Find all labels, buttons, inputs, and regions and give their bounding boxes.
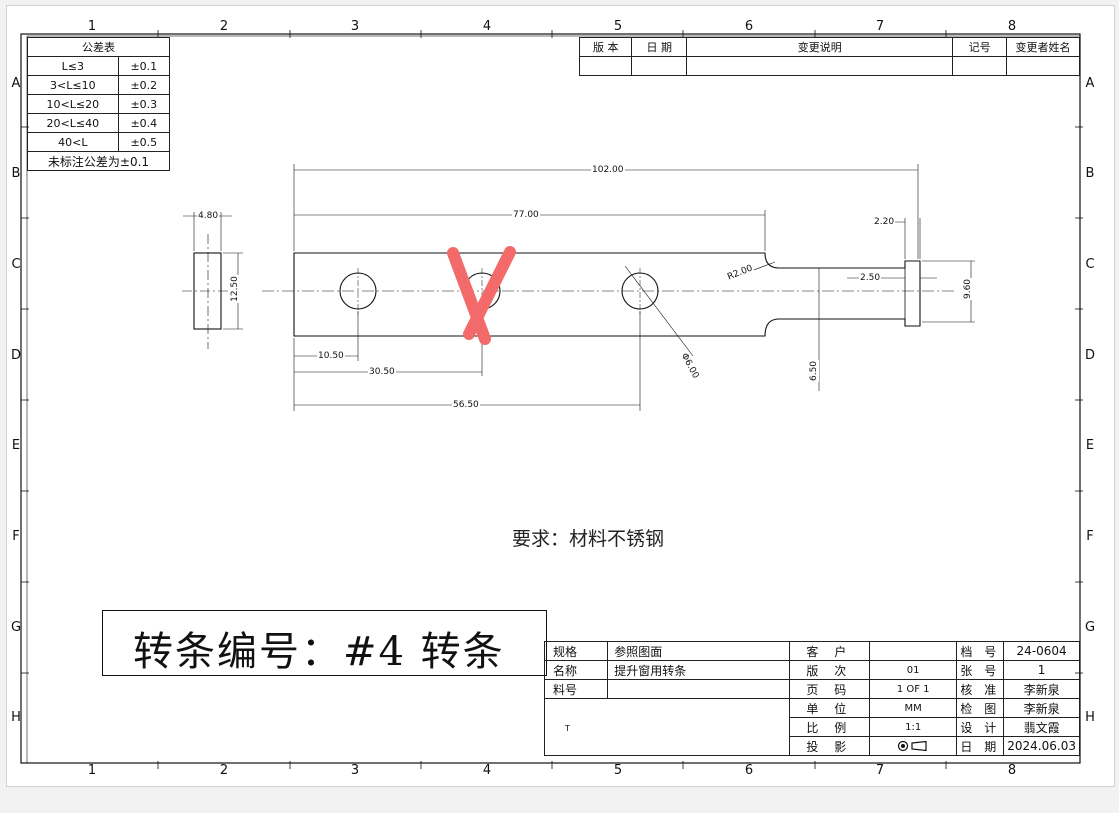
zone-col-2: 2 — [219, 19, 229, 34]
doc-no-value: 24-0604 — [1003, 641, 1080, 661]
sheet-label: 张 号 — [956, 660, 1005, 680]
check-value: 李新泉 — [1003, 698, 1080, 718]
unit-label: 单 位 — [788, 698, 870, 718]
unit-value: MM — [868, 698, 958, 718]
page-value: 1 OF 1 — [868, 679, 958, 699]
zone-row-g: G — [10, 620, 22, 635]
dim-height: 12.50 — [229, 275, 240, 303]
page-label: 页 码 — [788, 679, 870, 699]
dim-hole3-x: 56.50 — [452, 400, 480, 410]
zone-row-c-right: C — [1085, 257, 1095, 272]
zone-row-e-right: E — [1085, 438, 1095, 453]
zone-col-7: 7 — [875, 19, 885, 34]
zone-row-e: E — [11, 438, 21, 453]
projection-label: 投 影 — [788, 736, 870, 756]
zone-col-4: 4 — [482, 19, 492, 34]
spec-value: 参照图面 — [607, 641, 790, 661]
zone-row-h: H — [11, 710, 21, 725]
zone-row-f-right: F — [1086, 529, 1094, 544]
dim-neck-height: 6.50 — [809, 359, 820, 383]
dim-slot-length: 77.00 — [512, 210, 540, 220]
zone-row-g-right: G — [1084, 620, 1096, 635]
technical-drawing — [182, 164, 975, 411]
red-x-mark-icon — [447, 246, 516, 345]
zone-row-h-right: H — [1085, 710, 1095, 725]
material-value — [607, 679, 790, 699]
tolerance-table: 公差表 L≤3±0.1 3<L≤10±0.2 10<L≤20±0.3 20<L≤… — [27, 37, 171, 171]
material-label: 料号 — [543, 679, 609, 699]
doc-no-label: 档 号 — [956, 641, 1005, 661]
revision-table: 版 本 日 期 变更说明 记号 变更者姓名 — [578, 37, 1081, 76]
zone-col-1-bottom: 1 — [87, 763, 97, 778]
drawing-frame — [20, 30, 1083, 769]
revision-header-editor: 变更者姓名 — [1005, 37, 1081, 57]
tolerance-value: ±0.4 — [117, 113, 171, 133]
tolerance-value: ±0.2 — [117, 75, 171, 95]
zone-col-8-bottom: 8 — [1007, 763, 1017, 778]
customer-value — [868, 641, 958, 661]
title-block: 规格 参照图面 客 户 档 号 24-0604 名称 提升窗用转条 版 次 01… — [543, 641, 1080, 756]
scale-label: 比 例 — [788, 717, 870, 737]
dim-overall-length: 102.00 — [591, 165, 625, 175]
version-label: 版 次 — [788, 660, 870, 680]
zone-row-b: B — [11, 166, 21, 181]
zone-row-f: F — [12, 529, 20, 544]
table-row: 20<L≤40±0.4 — [27, 113, 171, 133]
approve-label: 核 准 — [956, 679, 1005, 699]
check-label: 检 图 — [956, 698, 1005, 718]
zone-col-5-bottom: 5 — [613, 763, 623, 778]
name-value: 提升窗用转条 — [607, 660, 790, 680]
zone-row-c: C — [11, 257, 21, 272]
date-value: 2024.06.03 — [1003, 736, 1080, 756]
zone-col-7-bottom: 7 — [875, 763, 885, 778]
zone-row-d: D — [10, 348, 21, 363]
tolerance-value: ±0.1 — [117, 56, 171, 76]
zone-col-5: 5 — [613, 19, 623, 34]
zone-col-2-bottom: 2 — [219, 763, 229, 778]
projection-symbol-icon — [868, 736, 958, 756]
dim-hole2-x: 30.50 — [368, 367, 396, 377]
tolerance-footer: 未标注公差为±0.1 — [27, 151, 170, 171]
zone-col-6-bottom: 6 — [744, 763, 754, 778]
zone-col-3-bottom: 3 — [350, 763, 360, 778]
zone-col-6: 6 — [744, 19, 754, 34]
title-block-mark: T — [565, 724, 570, 733]
design-label: 设 计 — [956, 717, 1005, 737]
title-block-blank: T — [544, 698, 790, 756]
zone-col-3: 3 — [350, 19, 360, 34]
dim-thickness: 4.80 — [197, 211, 220, 221]
zone-row-b-right: B — [1085, 166, 1095, 181]
zone-col-8: 8 — [1007, 19, 1017, 34]
sheet-value: 1 — [1003, 660, 1080, 680]
dim-tip-height: 9.60 — [963, 277, 974, 301]
spec-label: 规格 — [543, 641, 609, 661]
date-label: 日 期 — [956, 736, 1005, 756]
design-value: 翡文霞 — [1003, 717, 1080, 737]
part-label-box: 转条编号：#4 转条 — [102, 610, 547, 676]
zone-row-a: A — [11, 76, 21, 91]
part-label: 转条编号：#4 转条 — [133, 629, 505, 675]
scale-value: 1:1 — [868, 717, 958, 737]
name-label: 名称 — [543, 660, 609, 680]
drawing-sheet: 1 2 3 4 5 6 7 8 1 2 3 4 5 6 7 8 A B C D … — [6, 5, 1115, 787]
zone-col-1: 1 — [87, 19, 97, 34]
zone-row-a-right: A — [1085, 76, 1095, 91]
customer-label: 客 户 — [788, 641, 870, 661]
zone-col-4-bottom: 4 — [482, 763, 492, 778]
version-value: 01 — [868, 660, 958, 680]
zone-row-d-right: D — [1084, 348, 1095, 363]
approve-value: 李新泉 — [1003, 679, 1080, 699]
dim-neck-length: 2.50 — [859, 273, 882, 283]
dim-tip-width: 2.20 — [873, 217, 896, 227]
dim-hole1-x: 10.50 — [317, 351, 345, 361]
material-requirement: 要求：材料不锈钢 — [512, 528, 665, 550]
